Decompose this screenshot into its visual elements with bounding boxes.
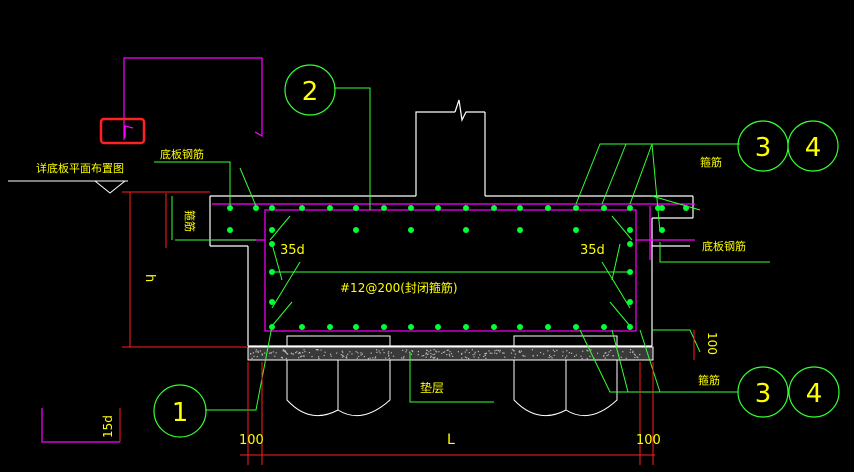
bottom-bar-label-left: 底板钢筋 [160, 147, 204, 161]
hook-label-left: 箍筋 [183, 210, 197, 232]
rebar-dot [627, 299, 633, 305]
rebar-dot [435, 205, 441, 211]
rebar-dot [463, 324, 469, 330]
lap-label-left: 35d [280, 243, 305, 258]
rebar-dot [408, 324, 414, 330]
rebar-dot [381, 205, 387, 211]
rebar-dot [327, 205, 333, 211]
height-label: h [142, 274, 157, 282]
rebar-dot [517, 205, 523, 211]
rebar-dot [627, 269, 633, 275]
callout-4-top: 4 [805, 133, 822, 163]
piles [286, 335, 618, 417]
rebar-dot [601, 205, 607, 211]
rebar-dot [659, 205, 665, 211]
rebar-dot [573, 205, 579, 211]
rebar-dot [269, 324, 275, 330]
rebar-dot [353, 227, 359, 233]
text-labels: 详底板平面布置图 底板钢筋 箍筋 35d 35d #12@200(封闭箍筋) h… [36, 147, 746, 448]
rebar-dot [269, 227, 275, 233]
rebar-dot [253, 205, 259, 211]
rebar-dot [269, 205, 275, 211]
rebar-dot [659, 227, 665, 233]
dim-15d-label: 15d [101, 415, 115, 438]
callout-numbers: 2 3 4 1 3 4 [172, 77, 823, 428]
rebar-dot [463, 205, 469, 211]
hook-15d-detail [41, 408, 120, 443]
rebar-dots [227, 205, 689, 330]
rebar-dot [517, 227, 523, 233]
rebar-dot [627, 241, 633, 247]
dim-100-left-label: 100 [239, 433, 264, 448]
rebar-dot [627, 324, 633, 330]
cushion-label: 垫层 [420, 380, 444, 395]
rebar-dot [573, 227, 579, 233]
rebar-dot [463, 227, 469, 233]
rebar-dot [601, 324, 607, 330]
rebar-dot [435, 324, 441, 330]
rebar-dot [227, 227, 233, 233]
callout-1: 1 [172, 398, 189, 428]
rebar-dot [353, 324, 359, 330]
dimension-lines [119, 191, 695, 465]
rebar-dot [269, 269, 275, 275]
stirrup-label-top-right: 箍筋 [700, 155, 722, 169]
dim-100-bottom-right-label: 100 [636, 433, 661, 448]
rebar-dot [683, 205, 689, 211]
bottom-bar-label-right: 底板钢筋 [702, 239, 746, 253]
callout-circles [153, 64, 840, 438]
callout-2: 2 [302, 77, 319, 107]
selection-highlight[interactable] [99, 117, 146, 145]
stirrup-label-bottom-right: 箍筋 [698, 373, 720, 387]
rebar-dot [381, 324, 387, 330]
rebar-dot [545, 324, 551, 330]
rebar-dot [491, 205, 497, 211]
cushion-layer [247, 346, 654, 361]
ref-plan-marker [8, 180, 128, 194]
rebar-dot [545, 205, 551, 211]
callout-4-bottom: 4 [806, 379, 823, 409]
rebar-dot [627, 227, 633, 233]
rebar-dot [408, 205, 414, 211]
rebar-dot [627, 205, 633, 211]
ref-plan-label: 详底板平面布置图 [36, 161, 124, 175]
rebar-dot [227, 205, 233, 211]
stirrup-spec-label: #12@200(封闭箍筋) [340, 280, 458, 295]
dim-L-label: L [447, 432, 455, 448]
callout-3-top: 3 [755, 133, 772, 163]
rebar-dot [269, 299, 275, 305]
hook-detail [123, 57, 263, 140]
rebar-dot [491, 324, 497, 330]
dim-100-right-label: 100 [705, 332, 719, 355]
rebar-dot [573, 324, 579, 330]
leader-lines [154, 87, 770, 411]
callout-3-bottom: 3 [755, 379, 772, 409]
rebar-dot [353, 205, 359, 211]
rebar-dot [327, 324, 333, 330]
rebar-dot [517, 324, 523, 330]
rebar-dot [299, 205, 305, 211]
rebar-dot [408, 227, 414, 233]
lap-label-right: 35d [580, 243, 605, 258]
rebar-dot [269, 241, 275, 247]
rebar-dot [299, 324, 305, 330]
concrete-outline [209, 99, 694, 347]
